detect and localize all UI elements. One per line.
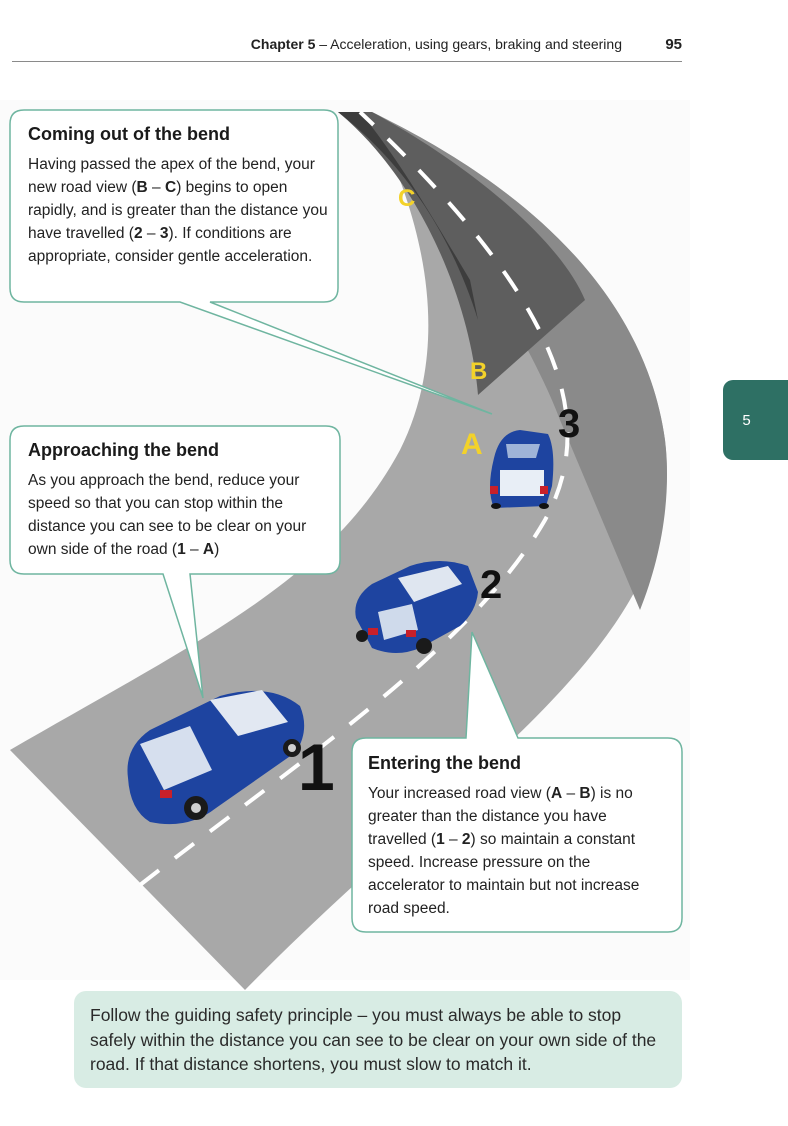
road-centre-line (138, 110, 570, 887)
callout-approaching-shape (9, 425, 341, 699)
callout-body: Having passed the apex of the bend, your… (28, 156, 328, 265)
view-marker-c: C (398, 185, 415, 212)
bold-reference: A (202, 541, 215, 558)
callout-entering-shape (351, 631, 683, 933)
callout-title: Entering the bend (368, 753, 521, 773)
bold-reference: A (550, 785, 563, 802)
car-position-3 (490, 430, 554, 509)
note-text: Follow the guiding safety principle – yo… (90, 1005, 657, 1074)
bold-reference: B (579, 785, 591, 802)
running-head: Chapter 5 – Acceleration, using gears, b… (251, 36, 622, 52)
road-shading-dark (338, 112, 585, 395)
bold-reference: 2 (461, 831, 471, 848)
bold-reference: 2 (133, 225, 143, 242)
chapter-tab[interactable]: 5 (723, 380, 788, 460)
bold-reference: 1 (177, 541, 186, 558)
bold-reference: 3 (159, 225, 169, 242)
chapter-tab-label: 5 (742, 411, 751, 429)
header-rule (12, 61, 682, 62)
bold-reference: 1 (436, 831, 445, 848)
bold-reference: B (136, 179, 148, 196)
callout-body: Your increased road view (A – B) is no g… (368, 785, 640, 917)
chapter-label: Chapter 5 (250, 36, 316, 52)
view-marker-a: A (461, 428, 483, 461)
callout-coming-out: Coming out of the bend Having passed the… (28, 124, 328, 268)
callout-coming-out-shape (9, 109, 493, 415)
callout-title: Coming out of the bend (28, 124, 230, 144)
callout-title: Approaching the bend (28, 440, 219, 460)
callout-approaching: Approaching the bend As you approach the… (28, 440, 328, 561)
position-number-3: 3 (558, 402, 580, 446)
position-number-2: 2 (480, 563, 502, 607)
chapter-title: – Acceleration, using gears, braking and… (315, 36, 622, 52)
car-position-1 (127, 690, 305, 825)
bold-reference: C (164, 179, 177, 196)
view-marker-b: B (470, 358, 487, 385)
callout-entering: Entering the bend Your increased road vi… (368, 753, 668, 920)
safety-principle-note: Follow the guiding safety principle – yo… (74, 991, 682, 1088)
road-shading-mid (372, 112, 668, 610)
page-number: 95 (665, 36, 682, 53)
car-position-2 (355, 561, 478, 654)
callout-body: As you approach the bend, reduce your sp… (28, 472, 307, 558)
position-number-1: 1 (298, 730, 335, 804)
